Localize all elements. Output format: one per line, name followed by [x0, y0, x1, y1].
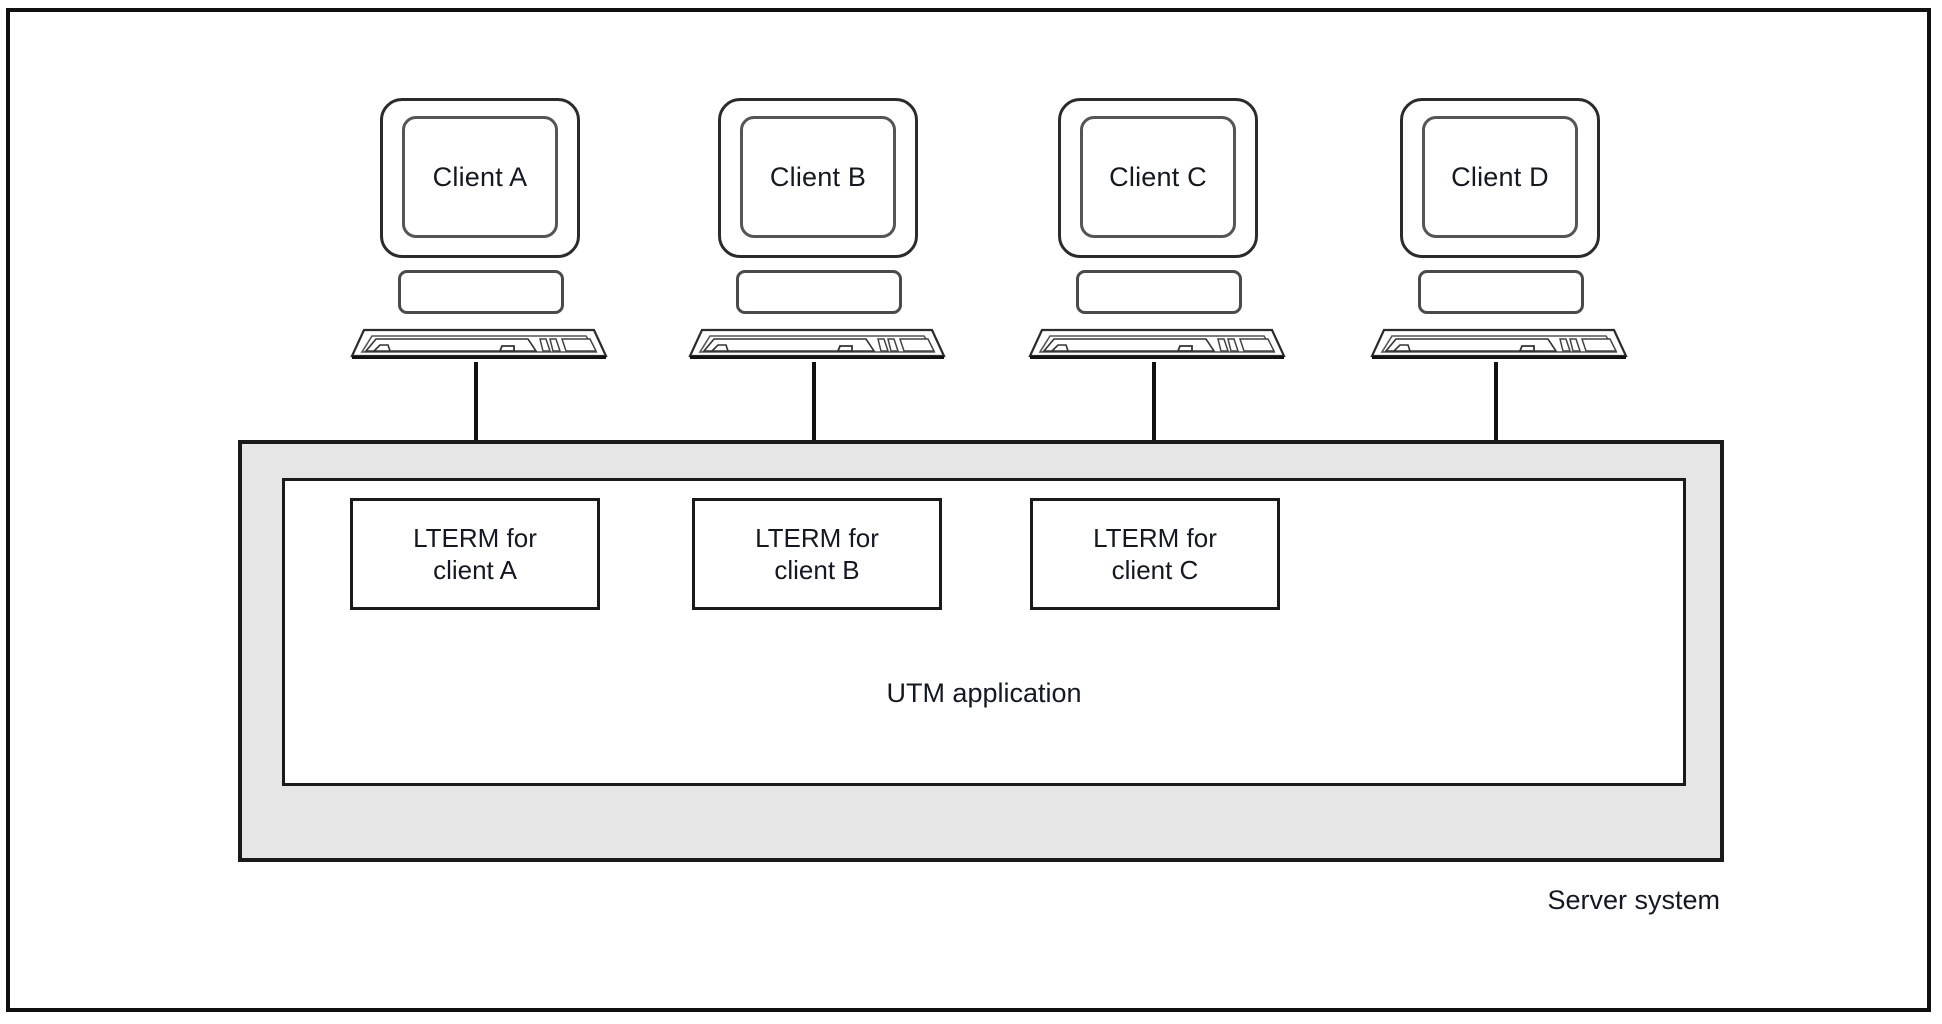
client-label: Client A [432, 161, 528, 192]
client-label: Client D [1451, 161, 1549, 192]
monitor-screen: Client C [1080, 116, 1236, 238]
monitor-screen: Client A [402, 116, 558, 238]
lterm-label-line1: LTERM for [413, 522, 537, 553]
lterm-label-line1: LTERM for [1093, 522, 1217, 553]
keyboard-icon [1370, 326, 1628, 366]
client-workstation-d: Client D [1370, 98, 1630, 398]
connection-line-client-a [474, 362, 478, 440]
connection-line-client-b [812, 362, 816, 440]
lterm-label-line2: client C [1111, 555, 1199, 585]
computer-case [1076, 270, 1242, 314]
keyboard-icon [350, 326, 608, 366]
monitor-screen: Client D [1422, 116, 1578, 238]
client-label: Client C [1109, 161, 1207, 192]
client-workstation-c: Client C [1028, 98, 1288, 398]
computer-case [398, 270, 564, 314]
lterm-label-line2: client A [433, 555, 517, 585]
monitor-screen: Client B [740, 116, 896, 238]
lterm-label-line2: client B [774, 555, 860, 585]
connection-line-client-c [1152, 362, 1156, 440]
client-label: Client B [769, 161, 867, 192]
lterm-label-line1: LTERM for [755, 522, 879, 553]
connection-line-client-d [1494, 362, 1498, 440]
server-system-label: Server system [1547, 885, 1720, 915]
client-workstation-a: Client A [350, 98, 610, 398]
utm-application-label: UTM application [886, 678, 1082, 708]
computer-case [736, 270, 902, 314]
keyboard-icon [1028, 326, 1286, 366]
client-workstation-b: Client B [688, 98, 948, 398]
keyboard-icon [688, 326, 946, 366]
computer-case [1418, 270, 1584, 314]
